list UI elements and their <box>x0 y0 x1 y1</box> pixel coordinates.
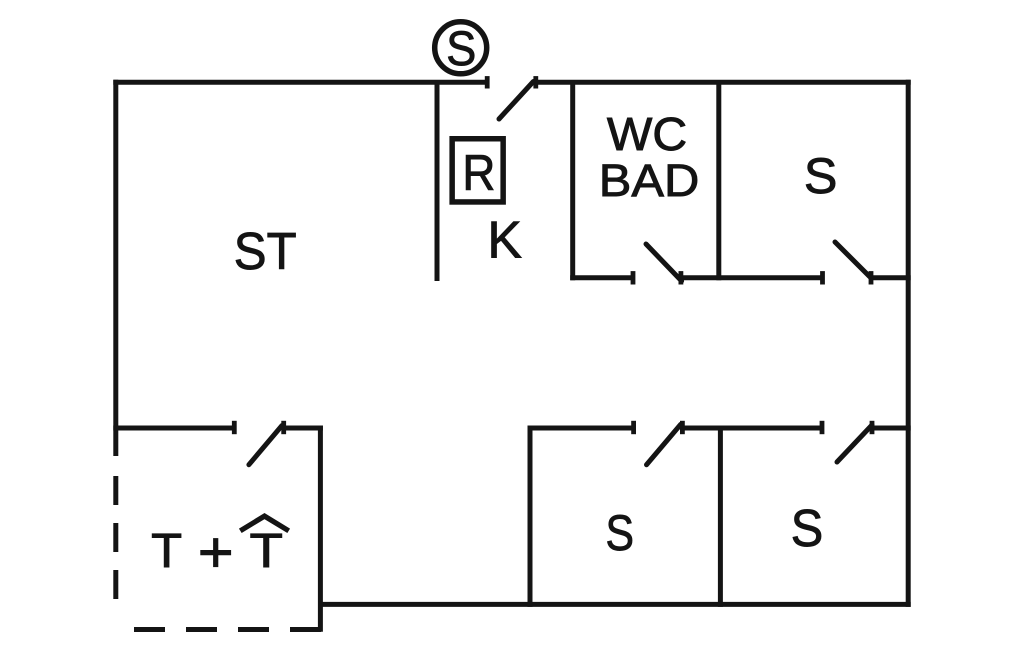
svg-text:ST: ST <box>234 222 297 280</box>
svg-text:T: T <box>250 524 284 578</box>
svg-text:BAD: BAD <box>599 155 700 206</box>
svg-text:K: K <box>487 210 522 268</box>
svg-text:WC: WC <box>607 108 687 160</box>
svg-text:T: T <box>151 524 182 578</box>
svg-text:S: S <box>804 147 838 204</box>
svg-text:S: S <box>605 504 634 561</box>
svg-text:S: S <box>446 22 476 76</box>
svg-text:S: S <box>791 499 824 557</box>
svg-text:R: R <box>462 145 495 201</box>
